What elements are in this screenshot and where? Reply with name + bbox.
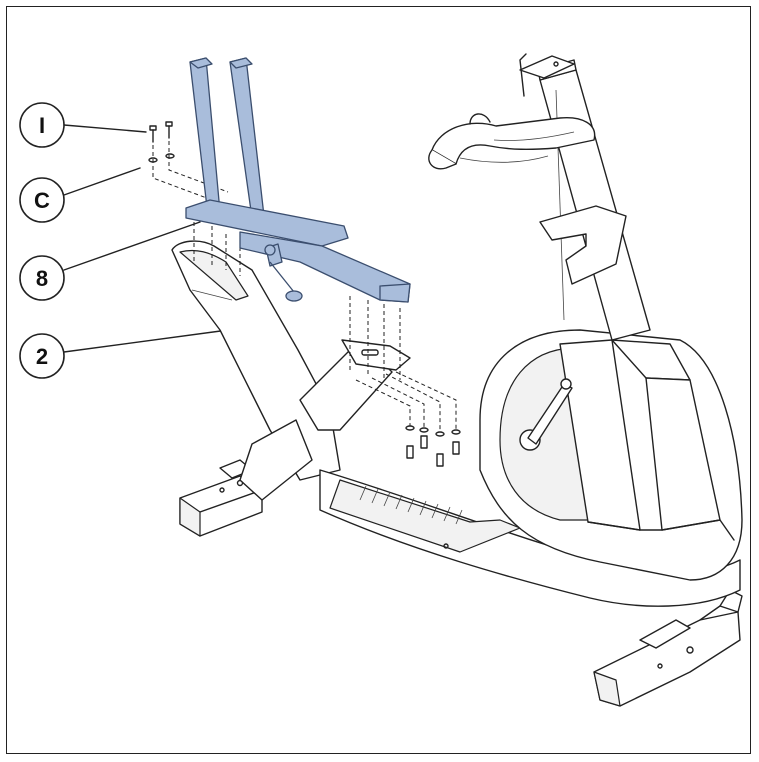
flywheel-shroud xyxy=(479,329,743,581)
callout-I: I xyxy=(19,102,147,148)
callout-C: C xyxy=(19,167,141,223)
leader-line xyxy=(63,167,141,196)
seat-rail-assembly-8 xyxy=(185,57,411,303)
alignment-dash-lines xyxy=(193,222,241,276)
callout-label-8: 8 xyxy=(36,266,48,291)
callout-circle xyxy=(19,177,65,223)
callout-8: 8 xyxy=(19,221,201,301)
leader-line xyxy=(63,124,147,133)
main-frame-2 xyxy=(171,240,741,607)
callout-label-2: 2 xyxy=(36,344,48,369)
callout-circle xyxy=(19,333,65,379)
leader-line xyxy=(63,329,229,353)
callout-label-C: C xyxy=(34,188,50,213)
callout-2: 2 xyxy=(19,329,229,379)
callout-label-I: I xyxy=(39,113,45,138)
rear-stabilizer xyxy=(593,589,743,707)
screws-I xyxy=(149,121,173,143)
console-mast xyxy=(519,53,651,341)
callout-circle xyxy=(19,255,65,301)
foot-rest-ribs xyxy=(359,485,463,525)
handlebar xyxy=(428,113,596,170)
front-stabilizer xyxy=(179,459,263,537)
bracket-bolts xyxy=(349,296,461,467)
leader-line xyxy=(63,221,201,271)
